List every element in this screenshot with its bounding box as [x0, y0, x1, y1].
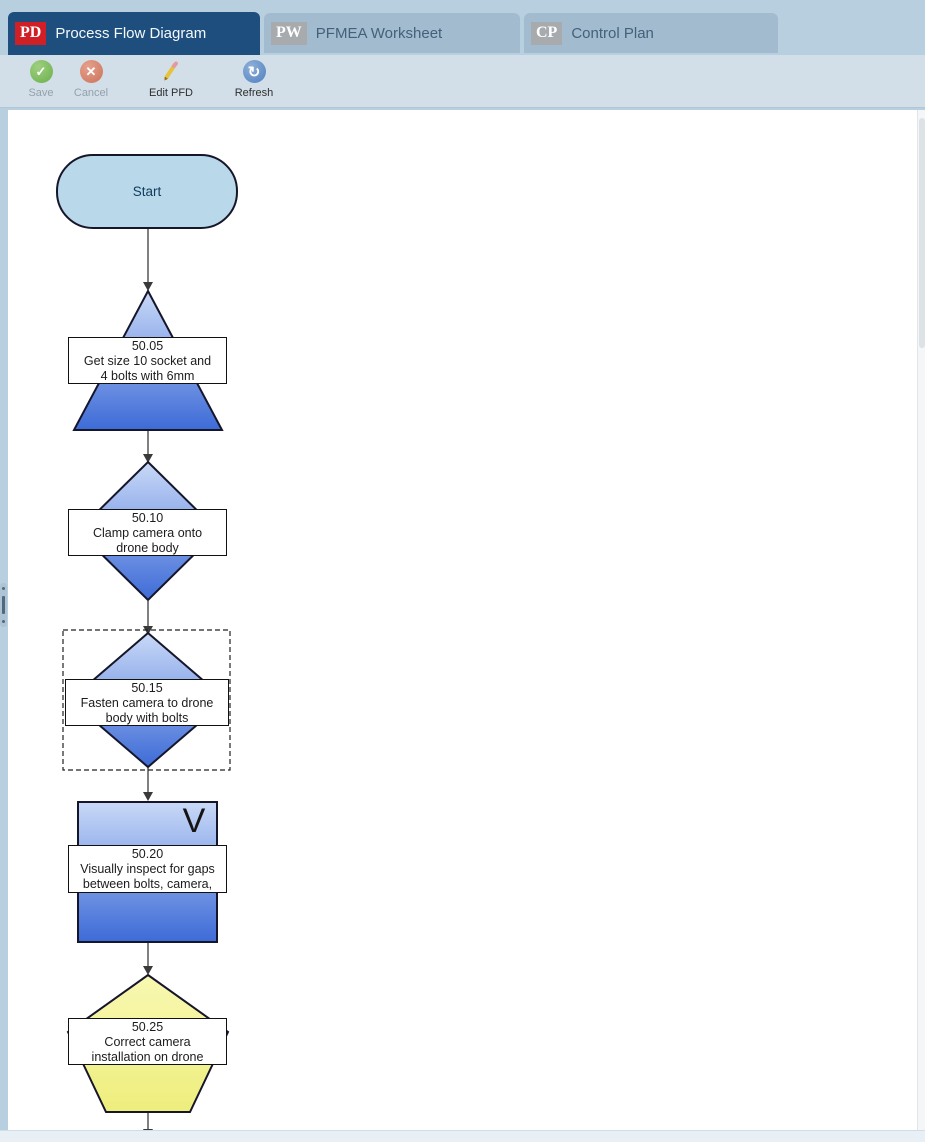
- step-desc-line2: installation on drone: [91, 1050, 204, 1064]
- step-number: 50.05: [131, 339, 164, 353]
- save-button[interactable]: ✓ Save: [18, 60, 64, 99]
- step-desc-line1: Clamp camera onto: [92, 526, 203, 540]
- canvas-bottom-edge: [0, 1130, 925, 1142]
- edit-pfd-button[interactable]: Edit PFD: [136, 60, 206, 99]
- step-number: 50.20: [131, 847, 164, 861]
- selection-dashed-box: [62, 629, 231, 771]
- edit-pfd-label: Edit PFD: [148, 87, 193, 99]
- step-number: 50.25: [131, 1020, 164, 1034]
- refresh-icon: ↻: [242, 60, 266, 83]
- step-label-5020[interactable]: 50.20 Visually inspect for gaps between …: [68, 845, 227, 893]
- start-label[interactable]: Start: [132, 184, 162, 199]
- step-label-5015[interactable]: 50.15 Fasten camera to drone body with b…: [65, 679, 229, 726]
- cancel-x-icon: ✕: [79, 60, 103, 83]
- step-number: 50.15: [131, 681, 163, 695]
- tab-control-plan[interactable]: CP Control Plan: [524, 13, 778, 53]
- flowchart-shapes: [56, 154, 238, 1130]
- step-desc-line1: Fasten camera to drone: [80, 696, 214, 710]
- pencil-icon: [160, 60, 183, 83]
- step-desc-line2: body with bolts: [105, 711, 189, 725]
- step-desc-line1: Visually inspect for gaps: [80, 862, 215, 876]
- step-number: 50.10: [131, 511, 164, 525]
- step-label-5010[interactable]: 50.10 Clamp camera onto drone body: [68, 509, 227, 556]
- scrollbar-thumb[interactable]: [919, 118, 925, 348]
- step-desc-line2: between bolts, camera,: [82, 877, 213, 891]
- step-desc-line2: 4 bolts with 6mm: [100, 369, 195, 383]
- save-check-icon: ✓: [29, 60, 53, 83]
- tab-pfmea-worksheet[interactable]: PW PFMEA Worksheet: [264, 13, 520, 53]
- step-desc-line2: drone body: [116, 541, 179, 555]
- tab-process-flow-diagram[interactable]: PD Process Flow Diagram: [8, 12, 260, 55]
- refresh-button[interactable]: ↻ Refresh: [222, 60, 286, 99]
- cancel-button[interactable]: ✕ Cancel: [64, 60, 118, 99]
- toolbar: ✓ Save ✕ Cancel Edit PFD ↻ Refresh: [0, 55, 925, 108]
- start-shape: [56, 154, 238, 229]
- tab-badge-pw: PW: [271, 21, 307, 45]
- inspect-letter: V: [182, 802, 206, 840]
- tab-badge-cp: CP: [531, 21, 563, 45]
- tab-label: Process Flow Diagram: [55, 25, 207, 42]
- flow-canvas[interactable]: Start 50.05 Get size 10 socket and 4 bol…: [8, 110, 917, 1130]
- tab-bar: PD Process Flow Diagram PW PFMEA Workshe…: [0, 0, 925, 55]
- tab-badge-pd: PD: [15, 22, 47, 45]
- save-label: Save: [28, 87, 54, 99]
- refresh-label: Refresh: [234, 87, 274, 99]
- step-label-5025[interactable]: 50.25 Correct camera installation on dro…: [68, 1018, 227, 1065]
- step-label-5005[interactable]: 50.05 Get size 10 socket and 4 bolts wit…: [68, 337, 227, 384]
- splitter-grip[interactable]: [0, 583, 7, 627]
- tab-label: PFMEA Worksheet: [315, 24, 443, 42]
- step-desc-line1: Correct camera: [104, 1035, 191, 1049]
- vertical-scrollbar[interactable]: [917, 110, 925, 1130]
- tab-label: Control Plan: [571, 24, 654, 42]
- step-desc-line1: Get size 10 socket and: [83, 354, 212, 368]
- cancel-label: Cancel: [73, 87, 109, 99]
